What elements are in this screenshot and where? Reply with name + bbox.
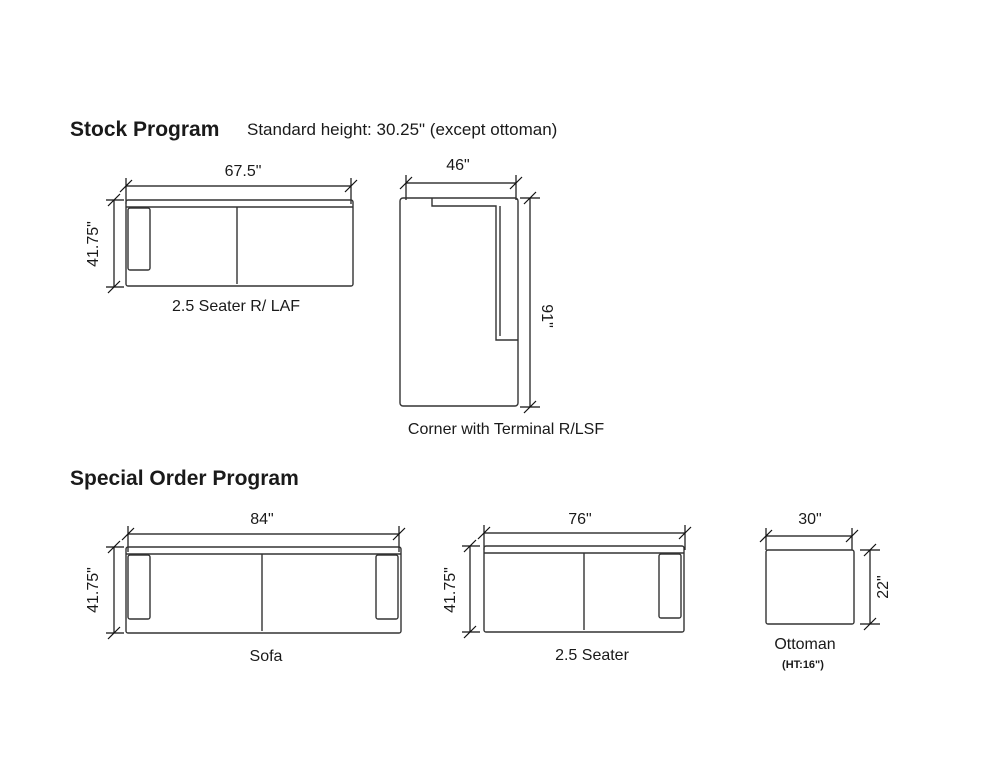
stock-program-title: Stock Program [70,118,220,141]
stock-program-subtitle: Standard height: 30.25" (except ottoman) [247,120,558,139]
special-seater-outline [483,545,685,633]
special-sofa-diagram: 84" 41.75" Sofa [85,511,406,665]
special-sofa-left-arm [127,554,151,620]
special-sofa-outline [125,546,402,634]
special-sofa-caption: Sofa [250,648,283,665]
special-seater-caption: 2.5 Seater [555,647,630,664]
stock-corner-depth-label: 91" [538,304,555,327]
stock-seater-left-arm [127,207,151,271]
stock-corner-width-dimension: 46" [399,157,523,200]
special-seater-depth-dimension: 41.75" [442,539,480,639]
special-ottoman-width-dimension: 30" [759,511,859,550]
special-ottoman-depth-label: 22" [875,575,892,598]
stock-seater-depth-label: 41.75" [85,221,102,267]
special-order-title: Special Order Program [70,467,299,490]
stock-seater-outline [125,199,354,287]
stock-corner-width-label: 46" [446,157,469,174]
special-ottoman-width-label: 30" [798,511,821,528]
stock-seater-caption: 2.5 Seater R/ LAF [172,298,300,315]
special-seater-width-dimension: 76" [477,511,692,550]
special-ottoman-outline [765,549,855,625]
stock-corner-outline [399,197,519,407]
special-sofa-depth-dimension: 41.75" [85,540,124,640]
special-sofa-width-label: 84" [250,511,273,528]
special-sofa-right-arm [375,554,399,620]
special-seater-diagram: 76" 41.75" 2.5 Seater [442,511,692,664]
special-ottoman-height-note: (HT:16") [782,659,824,671]
special-ottoman-caption: Ottoman [774,636,835,653]
stock-seater-width-label: 67.5" [225,163,262,180]
special-sofa-depth-label: 41.75" [85,567,102,613]
special-seater-right-arm [658,553,682,619]
special-seater-width-label: 76" [568,511,591,528]
stock-seater-width-dimension: 67.5" [119,163,358,204]
stock-corner-depth-dimension: 91" [520,191,555,414]
special-seater-depth-label: 41.75" [442,567,459,613]
stock-corner-back-arm [431,198,518,341]
stock-corner-diagram: 46" 91" Corner with Terminal R/LSF [399,157,604,438]
stock-seater-diagram: 67.5" 41.75" 2.5 Seater R/ LAF [85,163,358,315]
stock-seater-depth-dimension: 41.75" [85,193,124,294]
stock-corner-caption: Corner with Terminal R/LSF [408,421,604,438]
special-ottoman-depth-dimension: 22" [860,543,892,631]
special-sofa-width-dimension: 84" [121,511,406,552]
special-ottoman-diagram: 30" 22" Ottoman (HT:16") [759,511,892,671]
